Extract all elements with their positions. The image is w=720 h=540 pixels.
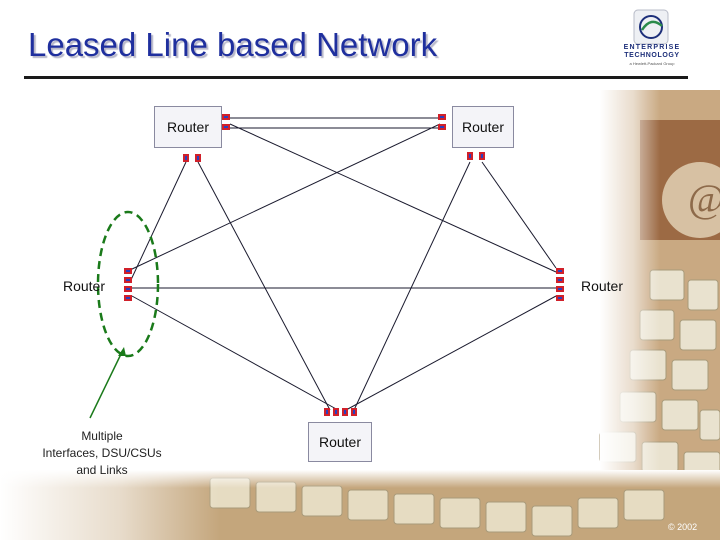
interface-marker — [222, 114, 230, 130]
annotation-line: Interfaces, DSU/CSUs — [42, 446, 162, 460]
router-top-right: Router — [452, 106, 514, 148]
router-mid-right: Router — [574, 270, 630, 302]
link-tl-b — [197, 161, 331, 411]
svg-text:@: @ — [688, 176, 720, 221]
link-tl-ml — [129, 161, 187, 283]
globe-logo-icon — [633, 9, 669, 45]
logo-text-line3: a Hewlett-Packard Group — [629, 61, 675, 66]
router-bottom: Router — [308, 422, 372, 462]
link-tr-ml — [129, 123, 441, 271]
link-tr-mr — [481, 161, 557, 269]
router-label: Router — [580, 278, 624, 294]
router-top-left: Router — [154, 106, 222, 148]
title-underline — [24, 76, 688, 79]
link-mr-b — [345, 295, 557, 411]
interface-markers — [124, 114, 564, 416]
annotation-text: Multiple Interfaces, DSU/CSUs and Links — [22, 428, 182, 479]
interface-marker — [124, 268, 132, 301]
page-title: Leased Line based Network — [28, 26, 438, 63]
logo-text-line1: ENTERPRISE — [623, 44, 681, 51]
router-label: Router — [318, 434, 362, 450]
copyright-text: © 2002 — [668, 522, 698, 532]
router-label: Router — [166, 119, 210, 135]
annotation-line: and Links — [76, 463, 128, 477]
interface-marker — [438, 114, 446, 130]
interface-marker — [183, 154, 201, 162]
annotation-line: Multiple — [81, 429, 123, 443]
link-tr-b — [353, 161, 471, 411]
link-tl-mr — [229, 123, 557, 273]
highlight-ellipse — [96, 210, 160, 358]
annotation-arrowhead — [118, 347, 126, 356]
router-label: Router — [62, 278, 106, 294]
interface-marker — [324, 408, 357, 416]
router-mid-left: Router — [56, 270, 112, 302]
annotation-arrow — [89, 351, 123, 419]
logo-text-line2: TECHNOLOGY — [624, 52, 680, 59]
router-label: Router — [461, 119, 505, 135]
interface-marker — [556, 268, 564, 301]
link-ml-b — [131, 295, 339, 411]
interface-marker — [467, 152, 485, 160]
